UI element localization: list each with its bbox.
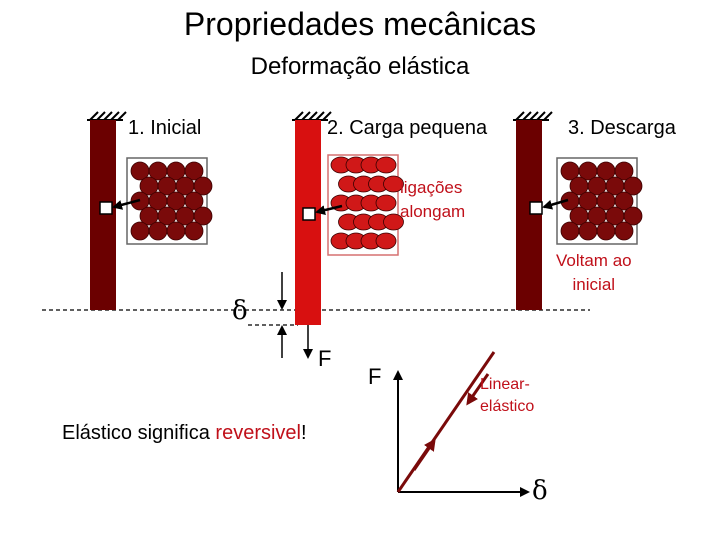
bonds-stretch-label: ligações alongam: [400, 176, 465, 224]
ceiling-hatch-2: [292, 111, 332, 121]
ceiling-hatch-1: [87, 111, 127, 121]
force-label: F: [318, 346, 332, 371]
delta-label: δ: [232, 296, 248, 326]
graph-elastic-line: [396, 351, 496, 493]
atom: [375, 194, 397, 212]
atom: [560, 221, 580, 241]
graph-curve-label: Linear- elástico: [480, 374, 534, 418]
graph-unloading-arrow: [466, 373, 490, 406]
elastic-statement: Elástico significa reversivel!: [62, 423, 307, 443]
zoom-arrow-unloaded: [542, 198, 569, 210]
stage-label-initial: 1. Inicial: [128, 117, 202, 139]
page-title: Propriedades mecânicas: [183, 6, 537, 42]
return-line2: inicial: [572, 275, 616, 294]
return-initial-label: Voltam ao inicial: [556, 249, 632, 297]
return-line1: Voltam ao: [556, 251, 632, 270]
atom: [614, 221, 634, 241]
atom: [184, 221, 204, 241]
atom: [596, 221, 616, 241]
stage-label-loaded: 2. Carga pequena: [327, 117, 488, 139]
graph-x-label: δ: [532, 476, 548, 506]
zoom-arrow-loaded: [315, 204, 343, 215]
zoom-marker-unloaded: [529, 201, 543, 215]
atom: [375, 156, 397, 174]
atom: [383, 175, 404, 193]
elastic-statement-prefix: Elástico significa: [62, 422, 216, 444]
atom: [578, 221, 598, 241]
atom: [193, 206, 213, 226]
zoom-arrow-initial: [112, 198, 141, 210]
atom: [148, 221, 168, 241]
graph-curve-label-line2: elástico: [480, 398, 535, 415]
atom: [184, 191, 204, 211]
atom: [614, 191, 634, 211]
elastic-statement-suffix: !: [300, 422, 307, 444]
atom: [614, 161, 634, 181]
atom: [130, 221, 150, 241]
graph-curve-label-line1: Linear-: [480, 376, 530, 393]
bar-initial: [90, 120, 116, 310]
atom: [375, 232, 397, 250]
atom: [383, 213, 404, 231]
elastic-statement-emphasis: reversivel: [215, 422, 301, 444]
bar-loaded: [295, 120, 321, 325]
atom-lattice-initial: [130, 161, 213, 241]
stage-label-unloaded: 3. Descarga: [568, 117, 676, 139]
atom: [623, 206, 643, 226]
graph-y-label: F: [368, 364, 382, 389]
ceiling-hatch-3: [513, 111, 553, 121]
bar-unloaded: [516, 120, 542, 310]
graph-loading-arrow: [412, 438, 436, 471]
atom: [184, 161, 204, 181]
atom: [623, 176, 643, 196]
bonds-stretch-line1: ligações: [400, 178, 463, 197]
atom: [166, 221, 186, 241]
atom-lattice-loaded: [330, 156, 404, 250]
zoom-marker-initial: [99, 201, 113, 215]
zoom-marker-loaded: [302, 207, 316, 221]
atom-lattice-unloaded: [560, 161, 643, 241]
page-subtitle: Deformação elástica: [250, 53, 470, 80]
atom: [193, 176, 213, 196]
bonds-stretch-line2: alongam: [400, 202, 466, 221]
